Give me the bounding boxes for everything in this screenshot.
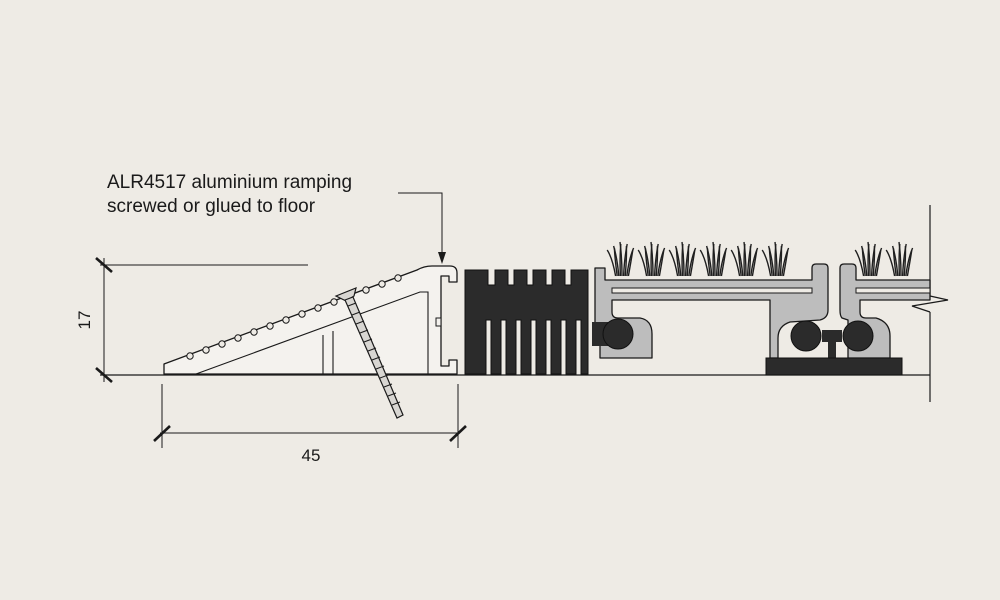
brush-bristle	[637, 249, 648, 277]
callout-leader	[398, 192, 446, 264]
brush-insert-left	[606, 241, 790, 277]
brush-bristle	[736, 245, 744, 277]
brush-bristle	[674, 245, 682, 277]
brush-bristle	[779, 245, 783, 277]
brush-bristle	[761, 249, 772, 277]
brush-bristle	[748, 245, 752, 277]
brush-bristle	[875, 249, 882, 277]
brush-bristle	[867, 241, 871, 277]
base-pad	[765, 357, 903, 376]
brush-bristle	[699, 249, 710, 277]
height-dimension	[95, 257, 308, 383]
brush-bristle	[885, 249, 896, 277]
aluminium-ramp-profile	[163, 265, 458, 375]
connector-right	[790, 320, 874, 360]
brush-bristle	[743, 241, 747, 277]
brush-bristle	[650, 241, 654, 277]
brush-bristle	[903, 245, 907, 277]
callout-label-line2: screwed or glued to floor	[107, 196, 316, 217]
brush-bristle	[655, 245, 659, 277]
callout-label-line1: ALR4517 aluminium ramping	[107, 172, 352, 193]
brush-bristle	[905, 247, 914, 277]
brush-bristle	[717, 245, 721, 277]
brush-bristle	[860, 245, 868, 277]
brush-bristle	[627, 249, 634, 277]
brush-bristle	[626, 247, 635, 277]
brush-bristle	[658, 249, 665, 277]
connector-left	[592, 318, 634, 350]
brush-bristle	[898, 241, 902, 277]
brush-bristle	[668, 249, 679, 277]
brush-bristle	[657, 247, 666, 277]
brush-bristle	[686, 245, 690, 277]
brush-bristle	[854, 249, 865, 277]
brush-bristle	[619, 241, 623, 277]
carrier-profile-left	[594, 263, 829, 359]
brush-bristle	[874, 247, 883, 277]
brush-bristle	[906, 249, 913, 277]
brush-bristle	[750, 247, 759, 277]
brush-bristle	[643, 245, 651, 277]
height-dimension-label: 17	[75, 311, 94, 330]
brush-bristle	[781, 247, 790, 277]
brush-bristle	[606, 249, 617, 277]
brush-bristle	[719, 247, 728, 277]
brush-bristle	[891, 245, 899, 277]
brush-bristle	[712, 241, 716, 277]
brush-bristle	[688, 247, 697, 277]
rubber-insert	[464, 269, 589, 375]
leader-arrow-icon	[438, 252, 446, 264]
brush-bristle	[689, 249, 696, 277]
width-dimension-label: 45	[302, 446, 321, 465]
brush-bristle	[774, 241, 778, 277]
brush-insert-right	[854, 241, 914, 277]
brush-bristle	[767, 245, 775, 277]
brush-bristle	[624, 245, 628, 277]
brush-bristle	[730, 249, 741, 277]
brush-bristle	[782, 249, 789, 277]
screw	[334, 287, 404, 419]
brush-bristle	[751, 249, 758, 277]
brush-bristle	[720, 249, 727, 277]
brush-bristle	[681, 241, 685, 277]
brush-bristle	[612, 245, 620, 277]
width-dimension	[153, 384, 467, 448]
brush-bristle	[705, 245, 713, 277]
brush-bristle	[872, 245, 876, 277]
section-break-line	[911, 205, 949, 402]
